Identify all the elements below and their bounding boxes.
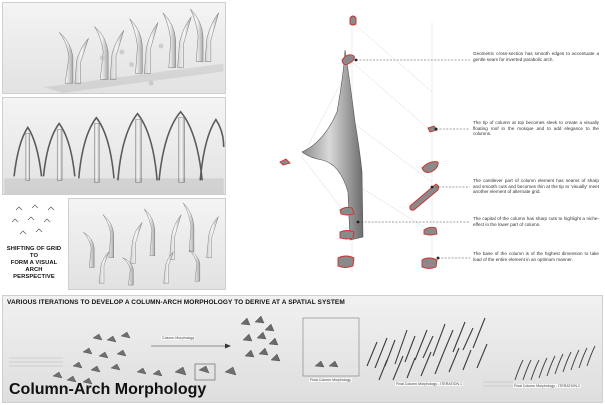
caption-line-1: SHIFTING OF GRID TO: [6, 246, 62, 259]
column-row-drawing: [43, 8, 224, 93]
grid-diagram: [11, 204, 55, 235]
final-label-3: Final Column Morphology - ITERATION 2: [513, 384, 582, 388]
page-title: Column-Arch Morphology: [9, 381, 207, 398]
render-column-row: [2, 2, 226, 94]
arrow-label: Column Morphology: [161, 336, 196, 340]
caption-line-2: FORM A VISUAL ARCH: [10, 260, 58, 273]
exploded-column-drawing: [279, 15, 470, 272]
iterations-strip: VARIOUS ITERATIONS TO DEVELOP A COLUMN-A…: [2, 295, 603, 403]
column-field-drawing: [83, 202, 219, 286]
render-arcade: [2, 97, 226, 195]
column-body: [301, 49, 364, 241]
arcade-drawing: [4, 110, 225, 194]
final-label-2: Final Column Morphology - ITERATION 1: [395, 382, 464, 386]
final-label-1: Final Column Morphology: [309, 378, 352, 382]
grid-shift-caption-panel: SHIFTING OF GRID TO FORM A VISUAL ARCH P…: [2, 198, 66, 290]
exploded-column-diagram: Geometric cross-section has smooth edges…: [232, 2, 602, 292]
caption-line-3: PERSPECTIVE: [13, 274, 55, 280]
render-column-field: [68, 198, 226, 290]
annotation-tip: The tip of column at top becomes sleek t…: [473, 120, 599, 137]
iterations-drawing: [9, 315, 596, 387]
grid-shift-caption: SHIFTING OF GRID TO FORM A VISUAL ARCH P…: [2, 246, 66, 281]
annotation-cantilever: The cantilever part of column element ha…: [473, 178, 599, 195]
iterations-heading: VARIOUS ITERATIONS TO DEVELOP A COLUMN-A…: [7, 299, 345, 306]
annotation-capital: The capital of the column has sharp cuts…: [473, 216, 599, 227]
annotation-base: The base of the column is of the highest…: [473, 251, 599, 262]
annotation-cross-section: Geometric cross-section has smooth edges…: [473, 51, 599, 62]
